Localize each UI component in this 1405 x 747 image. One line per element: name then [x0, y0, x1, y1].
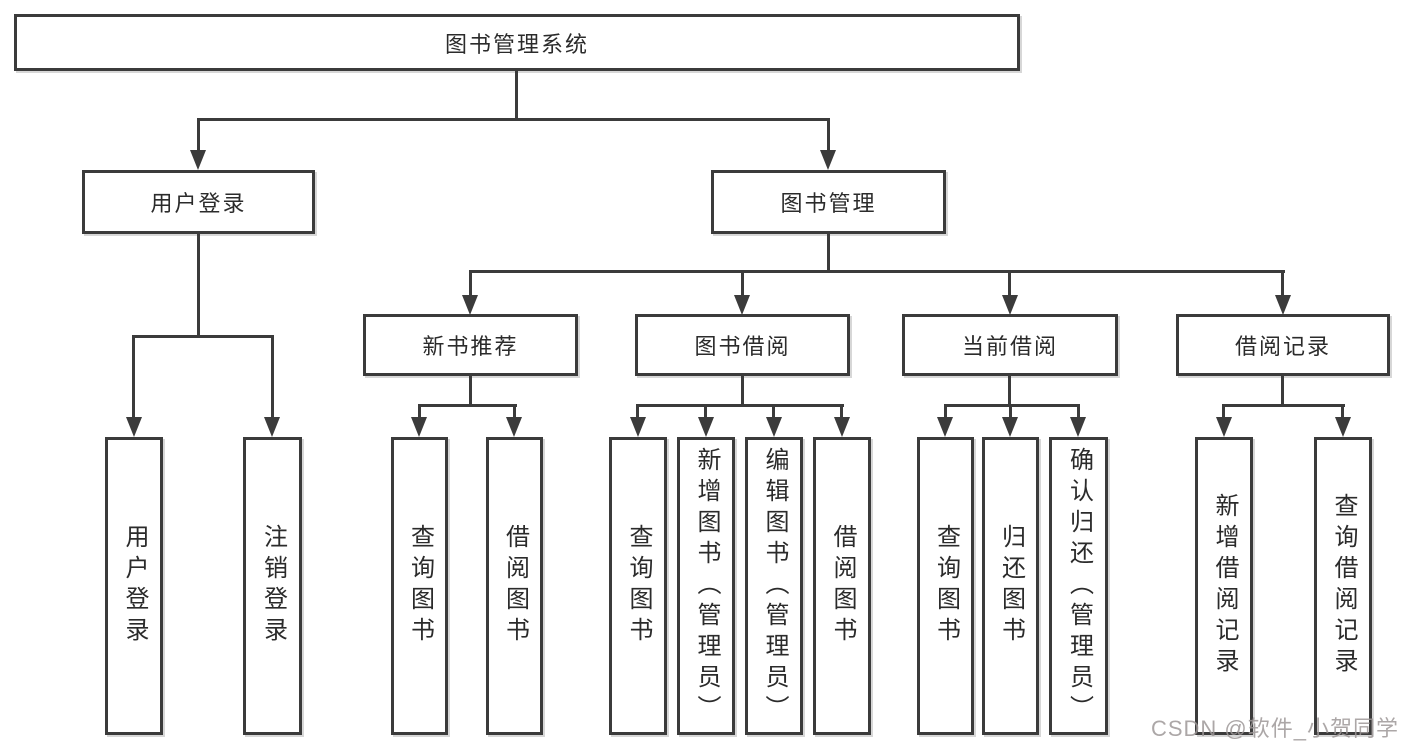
connector-current-stem: [1008, 376, 1011, 407]
connector-user-login-drop: [197, 118, 200, 152]
leaf-query-borrow-record: 查询借阅记录: [1314, 437, 1372, 735]
connector-leaf-user-login-drop: [132, 335, 135, 419]
arrowhead-leaf-edit-books: [766, 417, 782, 437]
connector-borrowing-bus: [636, 404, 844, 407]
leaf-edit-books-admin: 编辑图书（管理员）: [745, 437, 803, 735]
connector-leaf-drop: [704, 404, 707, 419]
leaf-return-books: 归还图书: [982, 437, 1039, 735]
connector-records-bus: [1222, 404, 1345, 407]
connector-root-stem: [515, 70, 518, 121]
connector-leaf-drop: [1077, 404, 1080, 419]
connector-leaf-drop: [772, 404, 775, 419]
connector-leaf-drop: [418, 404, 421, 419]
leaf-query-books-borrowing: 查询图书: [609, 437, 667, 735]
node-library-management-system: 图书管理系统: [14, 14, 1020, 71]
arrowhead-leaf-logout: [264, 417, 280, 437]
arrowhead-leaf-borrow-recommend: [506, 417, 522, 437]
leaf-query-borrow-record-label: 查询借阅记录: [1330, 493, 1357, 679]
connector-recommendation-stem: [469, 376, 472, 407]
connector-leaf-drop: [1009, 404, 1012, 419]
leaf-borrow-books-recommend-label: 借阅图书: [501, 524, 529, 648]
connector-records-stem: [1281, 376, 1284, 407]
node-user-login: 用户登录: [82, 170, 315, 234]
arrowhead-leaf-query-borrowing: [630, 417, 646, 437]
leaf-borrow-books-borrowing-label: 借阅图书: [829, 524, 856, 648]
arrowhead-leaf-add-books: [698, 417, 714, 437]
arrowhead-records: [1275, 295, 1291, 315]
connector-book-management-drop: [827, 118, 830, 152]
connector-leaf-drop: [840, 404, 843, 419]
connector-borrowing-drop: [741, 270, 744, 297]
arrowhead-leaf-confirm-return: [1070, 417, 1086, 437]
connector-current-drop: [1008, 270, 1011, 297]
connector-leaf-drop: [636, 404, 639, 419]
leaf-confirm-return-admin: 确认归还（管理员）: [1049, 437, 1108, 735]
leaf-query-books-current-label: 查询图书: [932, 524, 960, 648]
leaf-confirm-return-admin-label: 确认归还（管理员）: [1065, 446, 1093, 726]
leaf-query-books-recommend-label: 查询图书: [406, 524, 434, 648]
connector-level3-bus: [469, 270, 1285, 273]
node-book-borrowing: 图书借阅: [635, 314, 850, 376]
connector-leaf-drop: [1341, 404, 1344, 419]
arrowhead-leaf-query-record: [1335, 417, 1351, 437]
csdn-watermark: CSDN @软件_小贺同学: [1150, 716, 1399, 741]
arrowhead-recommendation: [462, 295, 478, 315]
leaf-logout-label: 注销登录: [259, 524, 287, 648]
connector-recommendation-bus: [418, 404, 517, 407]
connector-recommendation-drop: [469, 270, 472, 297]
leaf-add-books-admin: 新增图书（管理员）: [677, 437, 735, 735]
connector-leaf-logout-drop: [271, 335, 274, 419]
connector-leaf-drop: [513, 404, 516, 419]
connector-leaf-drop: [1222, 404, 1225, 419]
leaf-borrow-books-borrowing: 借阅图书: [813, 437, 871, 735]
node-borrowing-records: 借阅记录: [1176, 314, 1390, 376]
node-current-borrowing: 当前借阅: [902, 314, 1118, 376]
leaf-return-books-label: 归还图书: [997, 524, 1025, 648]
arrowhead-leaf-query-recommend: [411, 417, 427, 437]
leaf-add-books-admin-label: 新增图书（管理员）: [693, 446, 720, 726]
leaf-add-borrow-record-label: 新增借阅记录: [1211, 493, 1238, 679]
arrowhead-current: [1002, 295, 1018, 315]
leaf-user-login: 用户登录: [105, 437, 163, 735]
connector-user-login-bus: [132, 335, 274, 338]
arrowhead-user-login: [190, 150, 206, 170]
arrowhead-leaf-return-books: [1002, 417, 1018, 437]
connector-current-bus: [944, 404, 1080, 407]
node-book-management: 图书管理: [711, 170, 946, 234]
leaf-query-books-current: 查询图书: [917, 437, 974, 735]
arrowhead-leaf-user-login: [126, 417, 142, 437]
arrowhead-leaf-query-current: [937, 417, 953, 437]
leaf-borrow-books-recommend: 借阅图书: [486, 437, 543, 735]
leaf-add-borrow-record: 新增借阅记录: [1195, 437, 1253, 735]
connector-leaf-drop: [944, 404, 947, 419]
arrowhead-borrowing: [734, 295, 750, 315]
connector-book-management-stem: [827, 234, 830, 273]
connector-level2-bus: [197, 118, 830, 121]
leaf-edit-books-admin-label: 编辑图书（管理员）: [761, 446, 788, 726]
connector-user-login-stem: [197, 234, 200, 338]
arrowhead-leaf-borrow-borrowing: [834, 417, 850, 437]
node-new-book-recommendation: 新书推荐: [363, 314, 578, 376]
leaf-query-books-recommend: 查询图书: [391, 437, 448, 735]
leaf-user-login-label: 用户登录: [121, 524, 148, 648]
connector-borrowing-stem: [741, 376, 744, 407]
arrowhead-leaf-add-record: [1216, 417, 1232, 437]
leaf-query-books-borrowing-label: 查询图书: [625, 524, 652, 648]
connector-records-drop: [1281, 270, 1284, 297]
leaf-logout: 注销登录: [243, 437, 302, 735]
arrowhead-book-management: [820, 150, 836, 170]
